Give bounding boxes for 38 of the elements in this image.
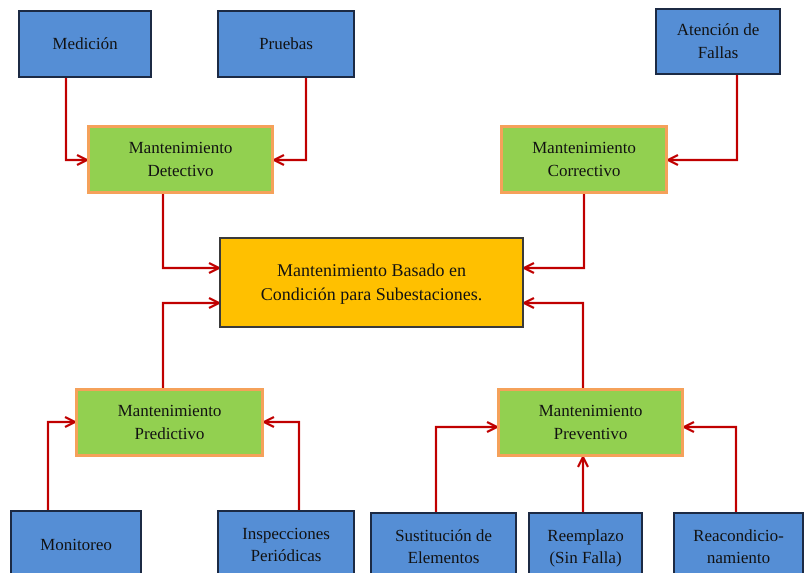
box-label: Inspecciones Periódicas bbox=[241, 522, 331, 567]
activity-box bbox=[217, 10, 355, 78]
arrow bbox=[46, 416, 76, 510]
maintenance-type-box bbox=[497, 388, 684, 457]
box-label: Reemplazo (Sin Falla) bbox=[546, 524, 625, 569]
maintenance-type-box bbox=[87, 125, 274, 194]
activity-box bbox=[370, 512, 517, 573]
box-label: Reacondicio- namiento bbox=[692, 524, 785, 569]
arrow bbox=[576, 456, 590, 512]
arrow bbox=[522, 194, 586, 274]
activity-box bbox=[18, 10, 152, 78]
box-label: Mantenimiento Preventivo bbox=[538, 400, 644, 444]
arrow bbox=[272, 78, 308, 166]
arrow bbox=[434, 420, 498, 512]
box-label: Sustitución de Elementos bbox=[394, 524, 493, 569]
arrow bbox=[666, 75, 738, 166]
central-box bbox=[219, 237, 524, 328]
box-label: Mantenimiento Correctivo bbox=[531, 137, 637, 182]
box-label: Pruebas bbox=[259, 32, 313, 55]
box-label: Mantenimiento Predictivo bbox=[116, 400, 222, 444]
box-label: Medición bbox=[52, 32, 118, 55]
arrow bbox=[64, 78, 88, 166]
arrow bbox=[162, 194, 220, 274]
box-label: Mantenimiento Basado en Condición para Subestaciones. bbox=[260, 259, 484, 306]
maintenance-type-box bbox=[500, 125, 668, 194]
arrow bbox=[162, 296, 220, 388]
arrow bbox=[522, 296, 584, 388]
activity-box bbox=[673, 512, 804, 573]
arrow bbox=[262, 416, 300, 510]
box-label: Mantenimiento Detectivo bbox=[128, 137, 234, 182]
activity-box bbox=[528, 512, 643, 573]
arrow bbox=[682, 420, 738, 512]
maintenance-type-box bbox=[75, 388, 264, 457]
activity-box bbox=[10, 510, 142, 573]
activity-box bbox=[655, 8, 781, 75]
box-label: Atención de Fallas bbox=[676, 19, 760, 64]
box-label: Monitoreo bbox=[40, 534, 112, 556]
activity-box bbox=[217, 510, 355, 573]
